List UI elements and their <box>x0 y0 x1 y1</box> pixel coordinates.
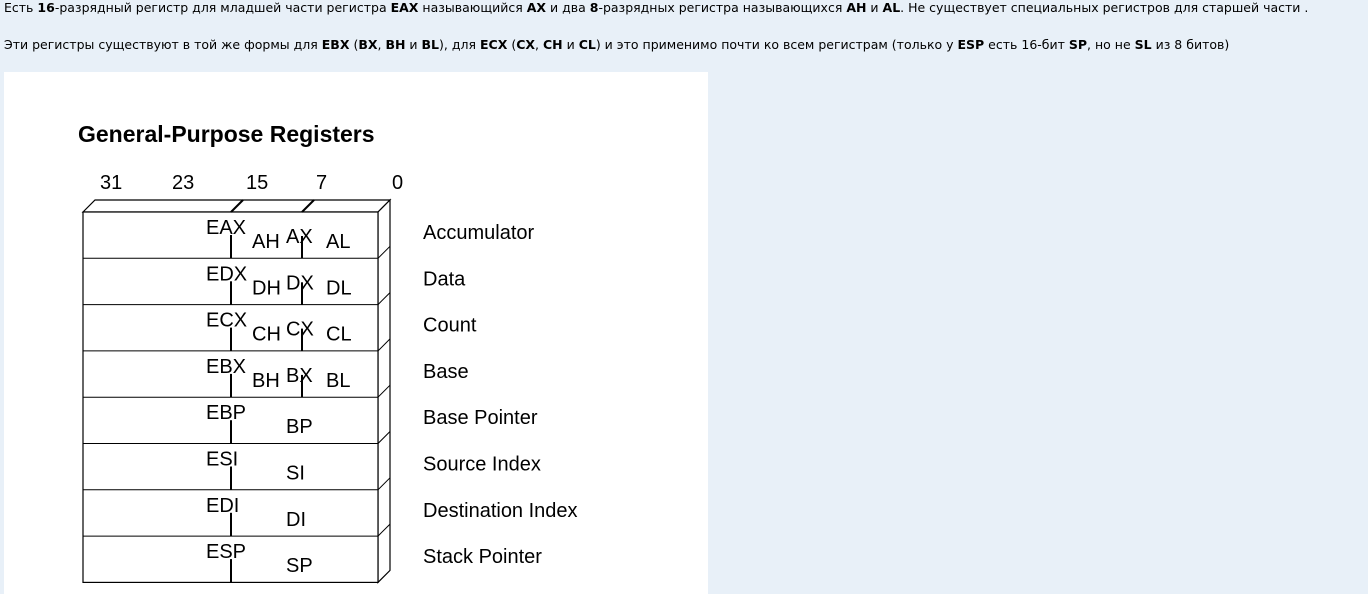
row-divider-depth <box>377 523 391 537</box>
bold-term: CH <box>542 37 563 52</box>
text-fragment: , <box>535 37 543 52</box>
figure-title: General-Purpose Registers <box>78 121 375 147</box>
row-divider-depth <box>377 245 391 259</box>
bit-label: 23 <box>172 172 194 194</box>
register-high-byte-label: DH <box>252 277 281 299</box>
register-description: Destination Index <box>423 500 578 522</box>
bit-label: 7 <box>316 172 327 194</box>
bold-term: 16 <box>37 0 55 15</box>
register-32-label: EDX <box>206 263 247 285</box>
register-description: Data <box>423 268 466 290</box>
register-description: Base Pointer <box>423 407 538 429</box>
register-16-label: BP <box>286 416 313 438</box>
text-fragment: , <box>377 37 386 52</box>
register-32-label: ESI <box>206 449 238 471</box>
register-high-byte-label: AH <box>252 231 280 253</box>
register-16-label: DX <box>286 272 314 294</box>
text-fragment: ), для <box>439 37 480 52</box>
row-divider-depth <box>377 477 391 491</box>
bold-term: EAX <box>390 0 419 15</box>
bold-term: ECX <box>479 37 508 52</box>
bold-term: AL <box>882 0 901 15</box>
register-32-label: ECX <box>206 310 247 332</box>
bold-term: CL <box>578 37 596 52</box>
registers-figure: General-Purpose Registers 31 23 15 7 0 EAX AH… <box>4 72 708 594</box>
bold-term: AH <box>846 0 867 15</box>
paragraph-other-registers: Эти регистры существуют в той же формы д… <box>4 37 1229 52</box>
register-32-label: EBX <box>206 356 246 378</box>
register-32-label: ESP <box>206 541 246 563</box>
bit-label: 31 <box>100 172 122 194</box>
register-row-ebp: EBP BP Base Pointer <box>206 402 538 444</box>
text-fragment: , но не <box>1087 37 1135 52</box>
text-fragment: называющийся <box>418 0 527 15</box>
register-row-esi: ESI SI Source Index <box>206 449 541 490</box>
register-low-byte-label: CL <box>326 324 352 346</box>
bold-term: CX <box>516 37 536 52</box>
register-16-label: DI <box>286 509 306 531</box>
text-fragment: из 8 битов) <box>1151 37 1230 52</box>
text-fragment: -разрядный регистр для младшей части рег… <box>54 0 391 15</box>
row-divider-depth <box>377 338 391 352</box>
bit-labels: 31 23 15 7 0 <box>100 172 403 194</box>
bit-label: 15 <box>246 172 268 194</box>
register-low-byte-label: DL <box>326 277 352 299</box>
register-description: Stack Pointer <box>423 546 542 568</box>
register-32-label: EBP <box>206 402 246 424</box>
paragraph-16bit-registers: Есть 16-разрядный регистр для младшей ча… <box>4 0 1308 15</box>
bold-term: BH <box>385 37 406 52</box>
bit8-tick <box>301 199 315 213</box>
register-description: Accumulator <box>423 222 534 244</box>
bold-term: 8 <box>589 0 599 15</box>
register-32-label: EDI <box>206 495 239 517</box>
text-fragment: Эти регистры существуют в той же формы д… <box>4 37 322 52</box>
text-fragment: . Не существует специальных регистров дл… <box>900 0 1309 15</box>
register-16-label: BX <box>286 365 313 387</box>
bold-term: SP <box>1068 37 1088 52</box>
bold-term: SL <box>1134 37 1152 52</box>
bold-term: EBX <box>321 37 350 52</box>
text-fragment: -разрядных регистра называющихся <box>598 0 847 15</box>
text-fragment: ( <box>507 37 517 52</box>
text-fragment: ( <box>349 37 359 52</box>
text-fragment: и два <box>546 0 590 15</box>
register-low-byte-label: BL <box>326 370 350 392</box>
register-high-byte-label: BH <box>252 370 280 392</box>
register-low-byte-label: AL <box>326 231 350 253</box>
text-fragment: и <box>562 37 579 52</box>
row-divider-depth <box>377 384 391 398</box>
register-description: Source Index <box>423 454 541 476</box>
bold-term: BX <box>358 37 378 52</box>
register-row-esp: ESP SP Stack Pointer <box>206 541 542 583</box>
register-row-edi: EDI DI Destination Index <box>206 495 578 537</box>
registers-diagram: General-Purpose Registers 31 23 15 7 0 EAX AH… <box>78 121 578 584</box>
register-16-label: SP <box>286 555 313 577</box>
register-16-label: CX <box>286 319 314 341</box>
row-divider-depth <box>377 292 391 305</box>
bold-term: AX <box>526 0 547 15</box>
bit-label: 0 <box>392 172 403 194</box>
register-row-eax: EAX AH AX AL Accumulator <box>206 217 534 259</box>
register-description: Base <box>423 361 469 383</box>
text-fragment: есть 16-бит <box>984 37 1069 52</box>
register-16-label: SI <box>286 463 305 485</box>
register-16-label: AX <box>286 226 313 248</box>
text-fragment: и <box>405 37 422 52</box>
register-32-label: EAX <box>206 217 246 239</box>
bold-term: BL <box>421 37 440 52</box>
bit16-tick <box>230 199 244 213</box>
bold-term: ESP <box>957 37 985 52</box>
register-high-byte-label: CH <box>252 324 281 346</box>
text-fragment: Есть <box>4 0 38 15</box>
register-row-ebx: EBX BH BX BL Base <box>206 356 469 398</box>
text-fragment: и <box>866 0 883 15</box>
text-fragment: ) и это применимо почти ко всем регистра… <box>595 37 958 52</box>
register-description: Count <box>423 315 477 337</box>
row-divider-depth <box>377 431 391 444</box>
